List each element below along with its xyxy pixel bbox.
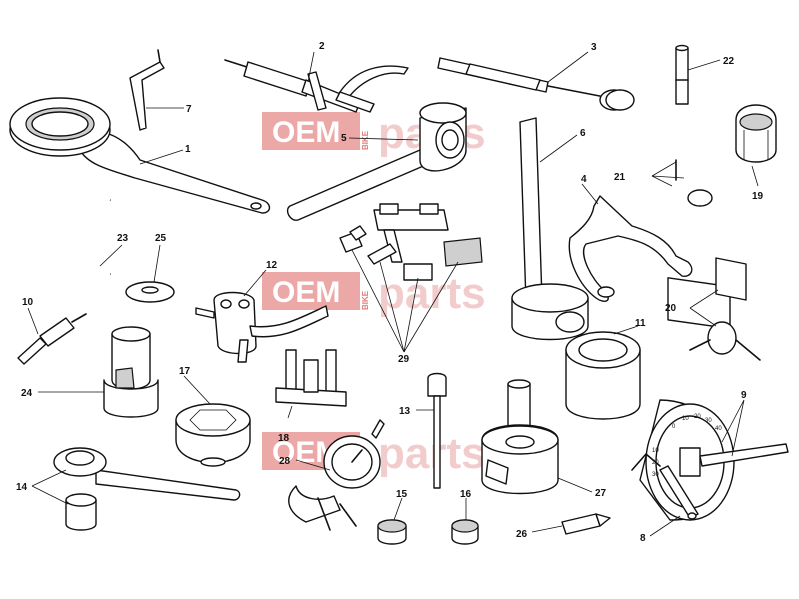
tool-21-plate: [667, 159, 731, 330]
scale-20: 20: [694, 414, 701, 420]
tool-5-holder: [286, 102, 467, 221]
label-27: 27: [595, 488, 607, 499]
tool-19-bush: [735, 104, 777, 163]
tool-10-drift: [17, 313, 87, 365]
tool-6-lever: [511, 117, 589, 341]
label-10: 10: [22, 297, 34, 308]
label-3: 3: [591, 42, 597, 53]
scale-30: 30: [705, 418, 712, 424]
label-17: 17: [179, 366, 191, 377]
watermark-row-1: OEM BIKE parts: [262, 109, 486, 158]
tool-29-clamp-set: [339, 203, 483, 281]
label-14: 14: [16, 482, 28, 493]
tool-11-ring: [565, 331, 641, 420]
label-12: 12: [266, 260, 278, 271]
label-4: 4: [581, 174, 587, 185]
tool-25-washer: [125, 281, 175, 303]
label-23: 23: [117, 233, 129, 244]
label-26: 26: [516, 529, 528, 540]
scale-30b: 30: [652, 472, 659, 478]
tool-7-hex-key: [129, 49, 165, 131]
tool-18-gauge-fork: [275, 349, 347, 407]
label-13: 13: [399, 406, 411, 417]
watermark-parts: parts: [378, 429, 486, 478]
label-28: 28: [279, 456, 291, 467]
watermark-oem: OEM: [272, 276, 340, 309]
tool-4-crank: [568, 195, 693, 302]
tool-14-socket-wrench: [53, 447, 241, 531]
tool-24-sleeve: [103, 326, 159, 418]
tool-26-pin: [561, 513, 611, 535]
part-labels: 1 2 3 4 5 6 7 8 9 10 11 12 13 14 15 16 1…: [16, 41, 764, 544]
tool-3-slide-hammer: [437, 57, 635, 111]
label-7: 7: [186, 104, 192, 115]
watermark-bike: BIKE: [361, 130, 370, 150]
label-25: 25: [155, 233, 167, 244]
tool-23-bent-rod: [34, 178, 111, 276]
tool-2-puller: [224, 59, 409, 113]
tool-27-puller: [481, 379, 559, 495]
leader-lines: [27, 51, 759, 537]
label-24: 24: [21, 388, 33, 399]
label-11: 11: [635, 318, 646, 329]
tool-9-degree-wheel: 0 10 20 30 40 10 20 30: [631, 399, 789, 521]
watermark-row-2: OEM BIKE parts: [262, 269, 486, 318]
label-2: 2: [319, 41, 325, 52]
tool-15-cap: [377, 519, 407, 545]
label-8: 8: [640, 533, 646, 544]
label-9: 9: [741, 390, 747, 401]
label-15: 15: [396, 489, 408, 500]
label-21: 21: [614, 172, 626, 183]
tool-22-pin: [675, 44, 689, 105]
tool-12-flywheel-puller: [195, 291, 329, 363]
label-5: 5: [341, 133, 347, 144]
label-16: 16: [460, 489, 472, 500]
tool-17-socket: [175, 403, 251, 467]
label-22: 22: [723, 56, 735, 67]
label-18: 18: [278, 433, 290, 444]
label-1: 1: [185, 144, 191, 155]
scale-10: 10: [682, 416, 689, 422]
watermark-oem: OEM: [272, 116, 340, 149]
label-6: 6: [580, 128, 586, 139]
watermark-bike: BIKE: [361, 290, 370, 310]
scale-40: 40: [715, 426, 722, 432]
label-19: 19: [752, 191, 764, 202]
tool-28-dial-gauge: [288, 419, 385, 531]
tool-20-indicator: [689, 257, 761, 361]
label-29: 29: [398, 354, 410, 365]
ring-gear-tool: [9, 97, 111, 157]
tool-16-cap: [451, 519, 479, 545]
label-20: 20: [665, 303, 677, 314]
scale-10b: 10: [652, 448, 659, 454]
scale-0: 0: [672, 424, 676, 430]
tool-13-pin: [427, 372, 447, 489]
